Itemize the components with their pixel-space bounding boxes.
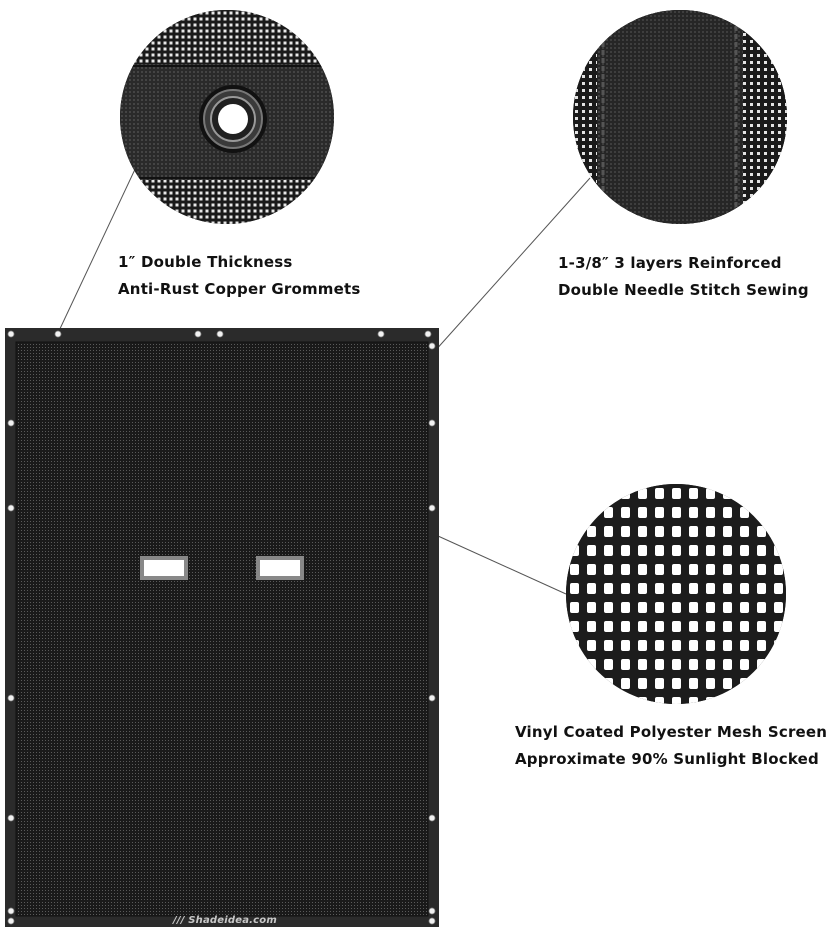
shade-screen-panel: /// Shadeidea.com xyxy=(5,328,439,927)
grommet-closeup xyxy=(120,10,334,224)
leader-line-mesh xyxy=(437,535,567,595)
grommets-label-line-1: 1″ Double Thickness xyxy=(118,253,293,271)
mesh-label-line-2: Approximate 90% Sunlight Blocked xyxy=(515,750,819,768)
grommet-icon xyxy=(199,85,267,153)
grommet-dot xyxy=(428,694,436,702)
panel-mesh xyxy=(16,342,428,916)
grommet-dot xyxy=(194,330,202,338)
mesh-callout-label: Vinyl Coated Polyester Mesh Screen Appro… xyxy=(515,719,827,773)
grommet-dot xyxy=(428,907,436,915)
mesh-top-area xyxy=(120,10,334,66)
grommet-dot xyxy=(7,917,15,925)
grommet-dot xyxy=(377,330,385,338)
grommet-dot xyxy=(7,504,15,512)
stitch-label-line-2: Double Needle Stitch Sewing xyxy=(558,281,809,299)
grommet-dot xyxy=(7,330,15,338)
stitch-callout-label: 1-3/8″ 3 layers Reinforced Double Needle… xyxy=(558,250,809,304)
panel-window-left xyxy=(140,556,188,580)
panel-window-right xyxy=(256,556,304,580)
stitch-label-line-1: 1-3/8″ 3 layers Reinforced xyxy=(558,254,782,272)
grommet-dot xyxy=(428,814,436,822)
grommet-dot xyxy=(428,419,436,427)
panel-grommets xyxy=(7,330,436,925)
grommet-dot xyxy=(428,917,436,925)
stitch-closeup xyxy=(573,10,787,224)
mesh-bottom-area xyxy=(120,180,334,224)
grommet-dot xyxy=(424,330,432,338)
grommet-dot xyxy=(216,330,224,338)
grommet-dot xyxy=(7,907,15,915)
grommet-dot xyxy=(7,814,15,822)
grommet-dot xyxy=(54,330,62,338)
grommet-dot xyxy=(428,342,436,350)
grommet-dot xyxy=(7,419,15,427)
grommets-callout-label: 1″ Double Thickness Anti-Rust Copper Gro… xyxy=(118,249,361,303)
reinforced-hem xyxy=(597,10,743,224)
grommets-label-line-2: Anti-Rust Copper Grommets xyxy=(118,280,361,298)
grommet-dot xyxy=(7,694,15,702)
mesh-label-line-1: Vinyl Coated Polyester Mesh Screen xyxy=(515,723,828,741)
grommet-dot xyxy=(428,504,436,512)
brand-watermark: /// Shadeidea.com xyxy=(173,915,277,926)
mesh-closeup xyxy=(566,484,786,704)
